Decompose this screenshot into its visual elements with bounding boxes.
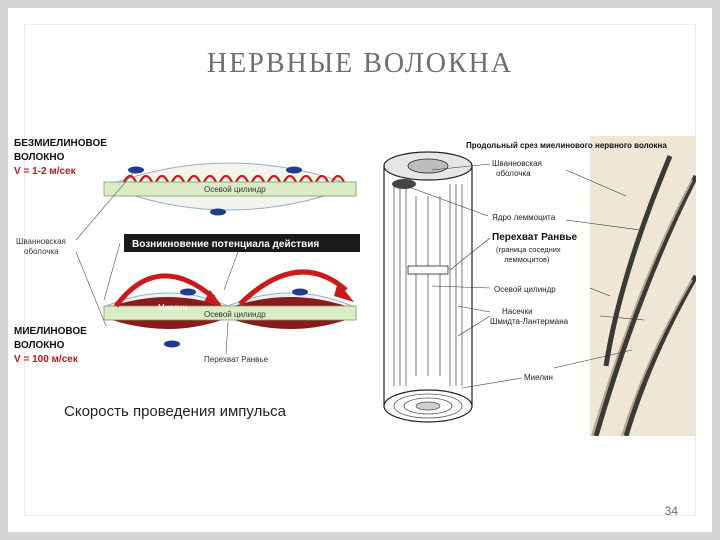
myelinated-speed: V = 100 м/сек bbox=[14, 354, 79, 365]
micrograph-fibers bbox=[593, 155, 699, 437]
schwann-pointer-bottom bbox=[75, 251, 107, 327]
longitudinal-section-diagram: Продольный срез миелинового нервного вол… bbox=[370, 136, 699, 437]
unmyelinated-title-1: БЕЗМИЕЛИНОВОЕ bbox=[14, 138, 107, 149]
label-axon: Осевой цилиндр bbox=[494, 285, 556, 294]
myelinated-title-1: МИЕЛИНОВОЕ bbox=[14, 326, 87, 337]
conduction-speed-diagram: БЕЗМИЕЛИНОВОЕ ВОЛОКНО V = 1-2 м/сек Осев… bbox=[8, 130, 368, 438]
unmyelinated-speed: V = 1-2 м/сек bbox=[14, 166, 77, 177]
label-node-of-ranvier: Перехват Ранвье bbox=[492, 232, 578, 243]
conduction-diagram-svg: БЕЗМИЕЛИНОВОЕ ВОЛОКНО V = 1-2 м/сек Осев… bbox=[14, 138, 360, 420]
axial-cylinder-bottom-label: Осевой цилиндр bbox=[204, 310, 266, 319]
right-diagram-header: Продольный срез миелинового нервного вол… bbox=[466, 141, 667, 150]
label-nucleus: Ядро леммоцита bbox=[492, 213, 556, 222]
label-myelin: Миелин bbox=[524, 373, 553, 382]
node-pointer bbox=[225, 321, 229, 355]
unmyelinated-fiber bbox=[103, 162, 357, 216]
longitudinal-section-svg: Продольный срез миелинового нервного вол… bbox=[383, 136, 699, 437]
myelinated-fiber bbox=[103, 269, 357, 348]
label-node-sub-2: леммоцитов) bbox=[504, 255, 550, 264]
schwann-label-1: Шванновская bbox=[16, 237, 66, 246]
schwann-pointer-top bbox=[75, 171, 135, 241]
action-potential-banner-text: Возникновение потенциала действия bbox=[132, 239, 319, 250]
right-pointer-lines bbox=[405, 163, 645, 389]
action-potential-banner bbox=[124, 234, 360, 252]
axial-cylinder-top-label: Осевой цилиндр bbox=[204, 185, 266, 194]
banner-pointer-right bbox=[223, 251, 239, 291]
label-incisures-1: Насечки bbox=[502, 307, 533, 316]
page-number: 34 bbox=[664, 504, 678, 518]
slide: НЕРВНЫЕ ВОЛОКНА БЕЗМИЕЛИНОВОЕ ВОЛОКНО V … bbox=[8, 8, 712, 532]
label-incisures-2: Шмидта-Лантермана bbox=[490, 317, 569, 326]
banner-pointer-left bbox=[103, 242, 121, 301]
label-node-sub-1: (граница соседних bbox=[496, 245, 561, 254]
schwann-label-2: оболочка bbox=[24, 247, 59, 256]
myelinated-title-2: ВОЛОКНО bbox=[14, 340, 65, 351]
label-schwann-2: оболочка bbox=[496, 169, 531, 178]
slide-title: НЕРВНЫЕ ВОЛОКНА bbox=[206, 48, 514, 79]
nerve-fiber-3d-drawing bbox=[383, 151, 473, 423]
myelin-label: Миелин bbox=[158, 303, 187, 312]
diagram-caption: Скорость проведения импульса bbox=[64, 403, 287, 420]
node-of-ranvier-label: Перехват Ранвье bbox=[204, 355, 269, 364]
unmyelinated-title-2: ВОЛОКНО bbox=[14, 152, 65, 163]
label-schwann-1: Шванновская bbox=[492, 159, 542, 168]
